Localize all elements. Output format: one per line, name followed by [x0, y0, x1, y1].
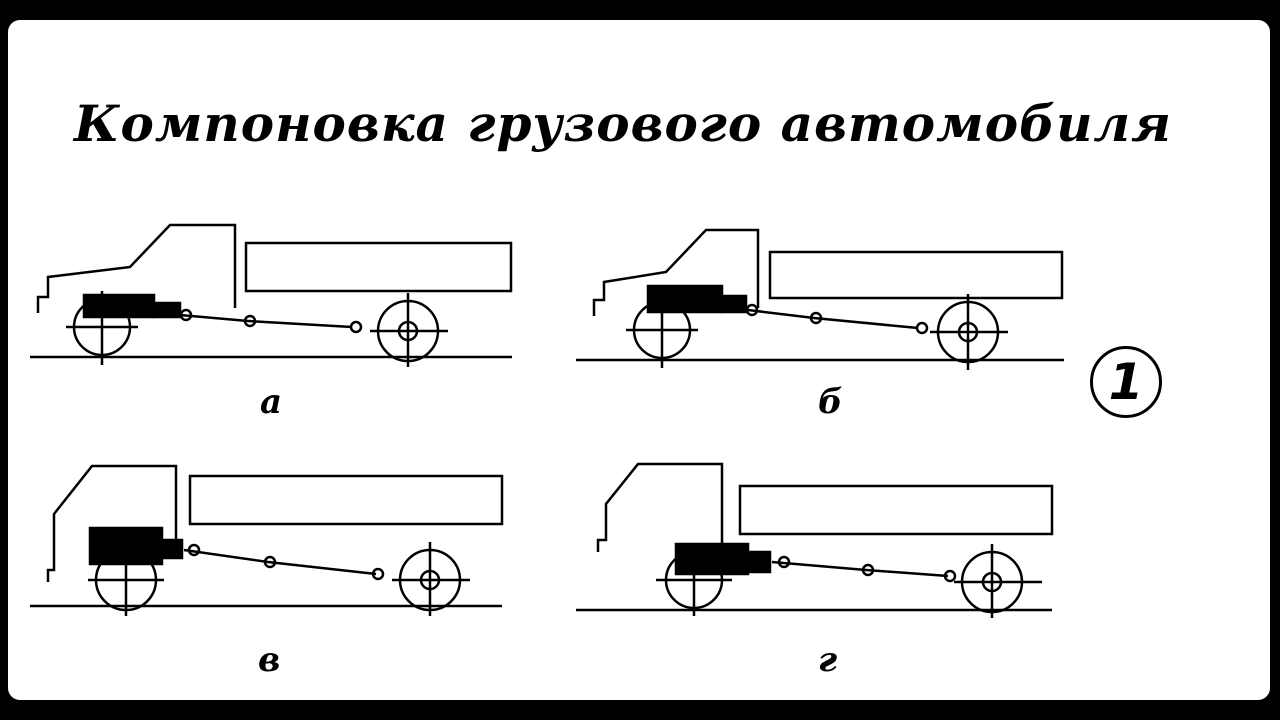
cab-outline: [36, 223, 237, 313]
cab-outline: [592, 228, 760, 316]
cab-outline: [46, 464, 178, 582]
truck-diagram-v: [30, 464, 504, 616]
cargo-body: [244, 241, 513, 293]
variant-label-b: б: [818, 382, 843, 422]
cargo-body: [768, 250, 1064, 300]
cargo-body: [188, 474, 504, 526]
cargo-body: [738, 484, 1054, 536]
cv-joint-2: [263, 555, 277, 569]
driveshaft-2: [247, 319, 353, 329]
cv-joint-3: [943, 569, 957, 583]
gearbox: [720, 294, 748, 314]
cv-joint-1: [179, 308, 193, 322]
page-title: Компоновка грузового автомобиля: [74, 94, 1172, 153]
driveshaft-2: [267, 560, 377, 576]
cv-joint-2: [243, 314, 257, 328]
variant-label-v: в: [258, 640, 281, 680]
cv-joint-1: [745, 303, 759, 317]
variant-label-a: а: [260, 382, 283, 422]
driveshaft-2: [813, 316, 919, 330]
truck-diagram-g: [576, 462, 1054, 618]
truck-diagram-a: [30, 223, 513, 367]
driveshaft-1: [747, 308, 815, 320]
cv-joint-3: [371, 567, 385, 581]
driveshaft-2: [865, 568, 949, 578]
cab-outline: [596, 462, 724, 552]
driveshaft-1: [183, 548, 269, 564]
cv-joint-3: [349, 320, 363, 334]
cv-joint-1: [777, 555, 791, 569]
variant-label-g: г: [818, 640, 838, 680]
figure-number-badge: 1: [1090, 346, 1162, 418]
cv-joint-3: [915, 321, 929, 335]
cv-joint-1: [187, 543, 201, 557]
cv-joint-2: [809, 311, 823, 325]
engine-block: [646, 284, 724, 314]
cv-joint-2: [861, 563, 875, 577]
gearbox: [160, 538, 184, 560]
gearbox: [152, 301, 182, 319]
truck-diagram-b: [576, 228, 1064, 370]
gearbox: [746, 550, 772, 574]
